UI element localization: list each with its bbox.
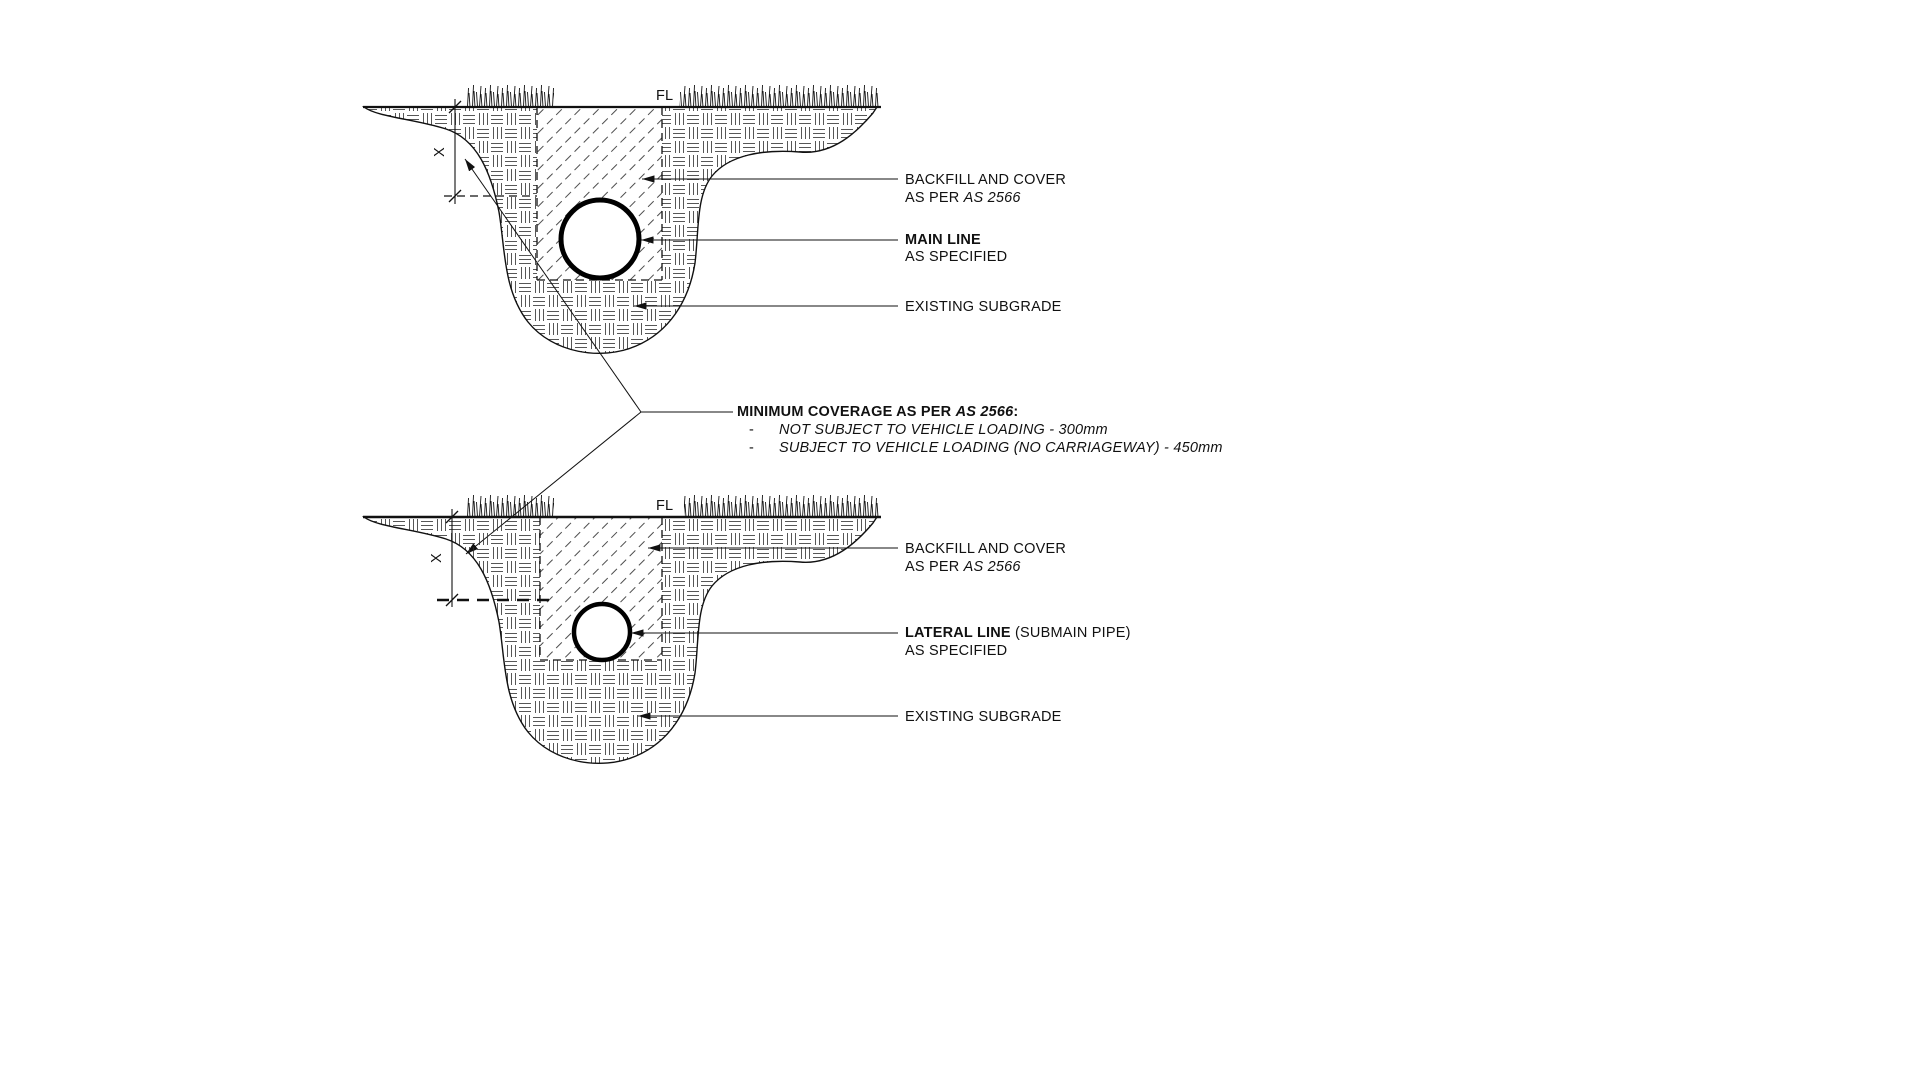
lateral-line-pipe <box>571 601 633 663</box>
label-backfill-bottom-line2: AS PER AS 2566 <box>905 559 1021 575</box>
fl-label-top: FL <box>656 88 673 104</box>
top-detail-main-line: FL X BACKFILL AND COVER AS PER AS 2566 M… <box>361 84 1066 355</box>
label-lateral-line-line2: AS SPECIFIED <box>905 643 1007 659</box>
grass-left-top <box>466 84 554 107</box>
coverage-note-title: MINIMUM COVERAGE AS PER AS 2566: <box>737 404 1018 420</box>
coverage-note-item-2-text: SUBJECT TO VEHICLE LOADING (NO CARRIAGEW… <box>779 440 1223 456</box>
label-backfill-top-line1: BACKFILL AND COVER <box>905 172 1066 188</box>
label-subgrade-bottom: EXISTING SUBGRADE <box>905 709 1062 725</box>
dimension-x-top: X <box>432 99 462 204</box>
label-main-line-line2: AS SPECIFIED <box>905 249 1007 265</box>
label-main-line-line1: MAIN LINE <box>905 232 981 248</box>
bottom-detail-lateral-line: FL X BACKFILL AND COVER AS PER AS 2566 L… <box>361 494 1131 765</box>
grass-right-bottom <box>684 494 880 517</box>
coverage-note: MINIMUM COVERAGE AS PER AS 2566: - NOT S… <box>464 158 1223 555</box>
main-line-pipe <box>558 197 642 281</box>
dimension-x-bottom: X <box>429 509 459 607</box>
label-backfill-top-line2: AS PER AS 2566 <box>905 190 1021 206</box>
dimension-x-label-top: X <box>432 147 448 157</box>
coverage-note-item-1-text: NOT SUBJECT TO VEHICLE LOADING - 300mm <box>779 422 1108 438</box>
label-subgrade-top: EXISTING SUBGRADE <box>905 299 1062 315</box>
trench-boundary-dashed-bottom <box>539 517 663 661</box>
grass-right-top <box>679 84 880 107</box>
grass-left-bottom <box>466 494 554 517</box>
note-leader-to-top-detail <box>464 158 642 413</box>
label-lateral-line-line1: LATERAL LINE (SUBMAIN PIPE) <box>905 625 1131 641</box>
dimension-x-label-bottom: X <box>429 553 445 563</box>
fl-label-bottom: FL <box>656 498 673 514</box>
label-backfill-bottom-line1: BACKFILL AND COVER <box>905 541 1066 557</box>
coverage-note-item-2-bullet: - <box>749 440 754 456</box>
coverage-note-item-1-bullet: - <box>749 422 754 438</box>
